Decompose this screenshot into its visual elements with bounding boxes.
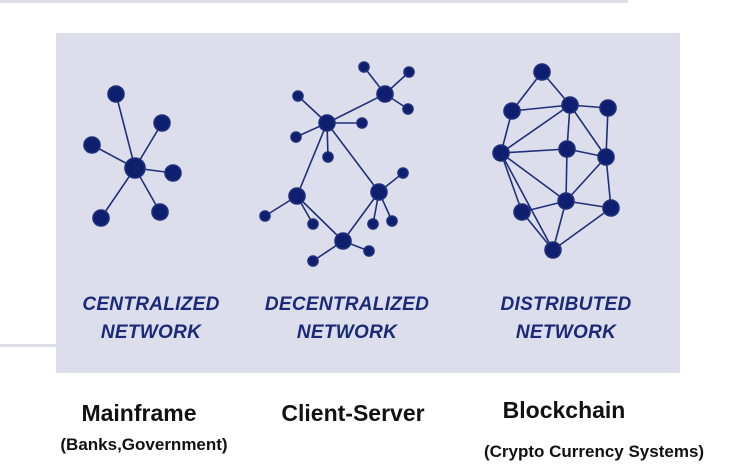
distributed-network-label: DISTRIBUTED NETWORK: [466, 291, 666, 347]
node: [397, 167, 409, 179]
mainframe-caption: Mainframe: [81, 400, 197, 426]
node: [561, 96, 579, 114]
hub-node: [376, 85, 394, 103]
hub-node: [370, 183, 388, 201]
blockchain-subcaption: (Crypto Currency Systems): [483, 442, 705, 461]
node: [557, 192, 575, 210]
node: [151, 203, 169, 221]
hub-node: [334, 232, 352, 250]
label-line-1: DISTRIBUTED: [500, 294, 632, 315]
label-line-1: DECENTRALIZED: [264, 294, 430, 315]
decentralized-network-label: DECENTRALIZED NETWORK: [247, 291, 447, 347]
node: [386, 215, 398, 227]
node: [544, 241, 562, 259]
label-line-2: NETWORK: [296, 322, 398, 343]
blockchain-caption: Blockchain: [502, 397, 626, 423]
hub-node: [318, 114, 336, 132]
label-line-1: CENTRALIZED: [82, 294, 220, 315]
node: [363, 245, 375, 257]
distributed-edges: [500, 71, 612, 251]
node: [322, 151, 334, 163]
left-divider-line: [0, 344, 56, 347]
node: [307, 218, 319, 230]
node: [290, 131, 302, 143]
node: [503, 102, 521, 120]
centralized-network-label: CENTRALIZED NETWORK: [51, 291, 251, 347]
node: [492, 144, 510, 162]
centralized-network-graph: [83, 85, 182, 227]
node: [307, 255, 319, 267]
node: [367, 218, 379, 230]
node: [602, 199, 620, 217]
distributed-network-graph: [492, 63, 620, 259]
hub-node: [124, 157, 146, 179]
node: [402, 103, 414, 115]
node: [533, 63, 551, 81]
node: [292, 90, 304, 102]
node: [92, 209, 110, 227]
node: [403, 66, 415, 78]
label-line-2: NETWORK: [515, 322, 617, 343]
client-server-caption: Client-Server: [281, 400, 425, 426]
node: [558, 140, 576, 158]
node: [259, 210, 271, 222]
decentralized-network-graph: [259, 61, 415, 267]
mainframe-subcaption: (Banks,Government): [60, 435, 228, 454]
node: [599, 99, 617, 117]
label-line-2: NETWORK: [100, 322, 202, 343]
node: [513, 203, 531, 221]
centralized-edges: [91, 93, 174, 219]
node: [83, 136, 101, 154]
node: [358, 61, 370, 73]
node: [597, 148, 615, 166]
network-diagram-panel: CENTRALIZED NETWORK DECENTRALIZED NETWOR…: [56, 33, 680, 373]
node: [164, 164, 182, 182]
node: [107, 85, 125, 103]
network-graphs: [83, 61, 620, 267]
hub-node: [288, 187, 306, 205]
node: [356, 117, 368, 129]
top-divider-line: [0, 0, 628, 3]
node: [153, 114, 171, 132]
